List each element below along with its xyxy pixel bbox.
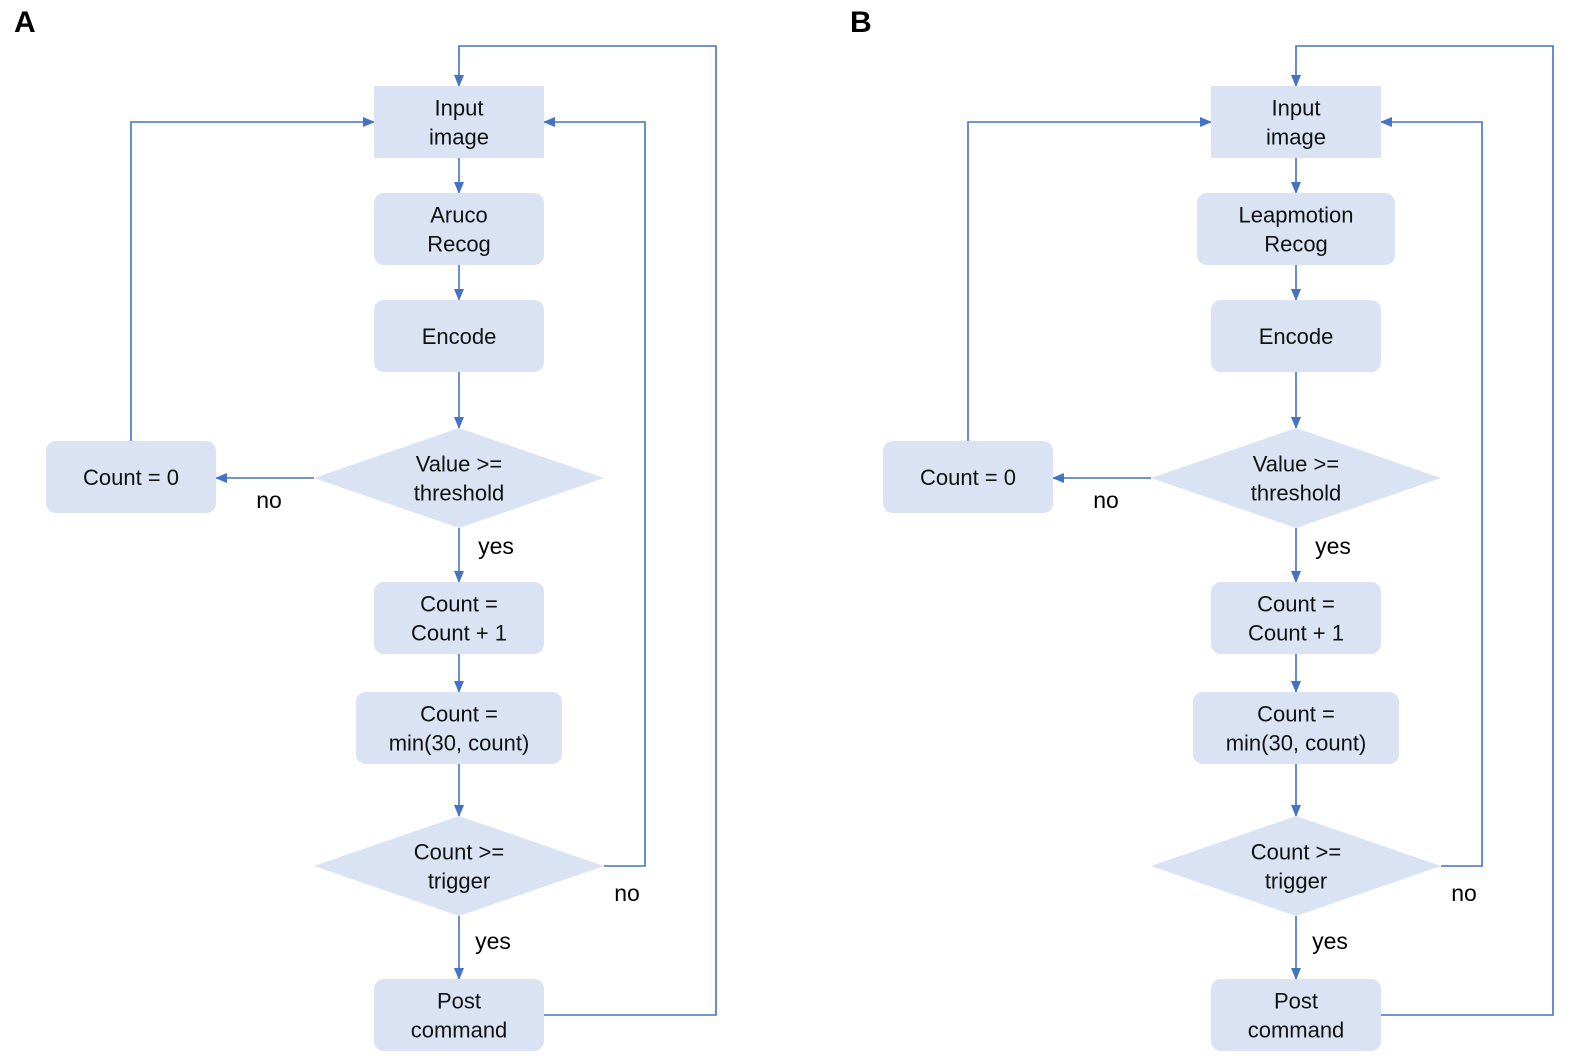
edge-label-value-no: no bbox=[256, 487, 282, 513]
node-clamp: Count = min(30, count) bbox=[356, 692, 562, 764]
node-label-line: Count + 1 bbox=[411, 621, 507, 646]
node-encode: Encode bbox=[374, 300, 544, 372]
panel-label-a: A bbox=[14, 6, 36, 39]
edge-reset-to-input bbox=[130, 117, 375, 441]
node-label-line: threshold bbox=[1251, 481, 1342, 506]
node-label-line: Recog bbox=[427, 232, 491, 257]
edge-label-value-no: no bbox=[1093, 487, 1119, 513]
node-shape-diamond bbox=[314, 428, 604, 528]
node-post: Post command bbox=[374, 979, 544, 1051]
node-label-line: Post bbox=[1274, 989, 1318, 1014]
node-label-line: Encode bbox=[1259, 324, 1334, 349]
node-label-line: command bbox=[1248, 1018, 1345, 1043]
edge-post-to-input bbox=[454, 45, 717, 1016]
node-shape bbox=[1211, 300, 1381, 372]
node-label-line: Post bbox=[437, 989, 481, 1014]
node-label-line: Count = bbox=[420, 592, 498, 617]
node-shape bbox=[1197, 193, 1395, 265]
panel-label-b: B bbox=[850, 6, 872, 39]
node-clamp: Count = min(30, count) bbox=[1193, 692, 1399, 764]
edge-label-value-yes: yes bbox=[478, 533, 514, 559]
node-input: Input image bbox=[1211, 86, 1381, 158]
edge-label-value-yes: yes bbox=[1315, 533, 1351, 559]
edge-label-trigger-yes: yes bbox=[475, 928, 511, 954]
node-shape bbox=[374, 86, 544, 158]
node-increment: Count = Count + 1 bbox=[1211, 582, 1381, 654]
edge-reset-to-input bbox=[967, 117, 1212, 441]
node-shape bbox=[46, 441, 216, 513]
node-reset: Count = 0 bbox=[883, 441, 1053, 513]
edges bbox=[130, 45, 717, 1016]
node-shape bbox=[1211, 979, 1381, 1051]
node-decision-trigger: Count >= trigger bbox=[1151, 816, 1441, 916]
node-label-line: Count + 1 bbox=[1248, 621, 1344, 646]
edge-trigger-no-to-input bbox=[1380, 117, 1483, 867]
node-label-line: Count = bbox=[1257, 702, 1335, 727]
node-post: Post command bbox=[1211, 979, 1381, 1051]
node-shape-diamond bbox=[1151, 816, 1441, 916]
node-shape bbox=[374, 979, 544, 1051]
node-label-line: Count = bbox=[1257, 592, 1335, 617]
node-input: Input image bbox=[374, 86, 544, 158]
node-shape bbox=[374, 300, 544, 372]
node-label-line: image bbox=[1266, 125, 1326, 150]
node-encode: Encode bbox=[1211, 300, 1381, 372]
node-label-line: Aruco bbox=[430, 203, 487, 228]
edge-label-trigger-yes: yes bbox=[1312, 928, 1348, 954]
node-label-line: Count = bbox=[420, 702, 498, 727]
node-label-line: Count >= bbox=[1251, 840, 1342, 865]
node-label-line: Encode bbox=[422, 324, 497, 349]
node-label-line: trigger bbox=[428, 869, 490, 894]
node-shape bbox=[356, 692, 562, 764]
node-decision-trigger: Count >= trigger bbox=[314, 816, 604, 916]
edge-trigger-no-to-input bbox=[543, 117, 646, 867]
node-label-line: min(30, count) bbox=[1226, 731, 1367, 756]
edge-label-trigger-no: no bbox=[1451, 880, 1477, 906]
node-label-line: image bbox=[429, 125, 489, 150]
node-decision-value: Value >= threshold bbox=[1151, 428, 1441, 528]
edge-post-to-input bbox=[1291, 45, 1554, 1016]
node-label-line: Input bbox=[1272, 96, 1321, 121]
node-shape bbox=[883, 441, 1053, 513]
node-label-line: Count >= bbox=[414, 840, 505, 865]
node-label-line: threshold bbox=[414, 481, 505, 506]
node-label-line: command bbox=[411, 1018, 508, 1043]
node-shape bbox=[374, 193, 544, 265]
node-shape bbox=[1193, 692, 1399, 764]
node-label-line: Input bbox=[435, 96, 484, 121]
node-shape bbox=[1211, 582, 1381, 654]
node-shape-diamond bbox=[314, 816, 604, 916]
node-reset: Count = 0 bbox=[46, 441, 216, 513]
node-shape-diamond bbox=[1151, 428, 1441, 528]
node-label-line: Value >= bbox=[416, 452, 502, 477]
node-shape bbox=[374, 582, 544, 654]
node-label-line: Leapmotion bbox=[1239, 203, 1354, 228]
edges bbox=[967, 45, 1554, 1016]
node-label-line: Count = 0 bbox=[920, 465, 1016, 490]
node-label-line: Value >= bbox=[1253, 452, 1339, 477]
node-label-line: Recog bbox=[1264, 232, 1328, 257]
node-decision-value: Value >= threshold bbox=[314, 428, 604, 528]
edge-label-trigger-no: no bbox=[614, 880, 640, 906]
node-label-line: trigger bbox=[1265, 869, 1327, 894]
node-label-line: min(30, count) bbox=[389, 731, 530, 756]
node-increment: Count = Count + 1 bbox=[374, 582, 544, 654]
node-label-line: Count = 0 bbox=[83, 465, 179, 490]
node-shape bbox=[1211, 86, 1381, 158]
